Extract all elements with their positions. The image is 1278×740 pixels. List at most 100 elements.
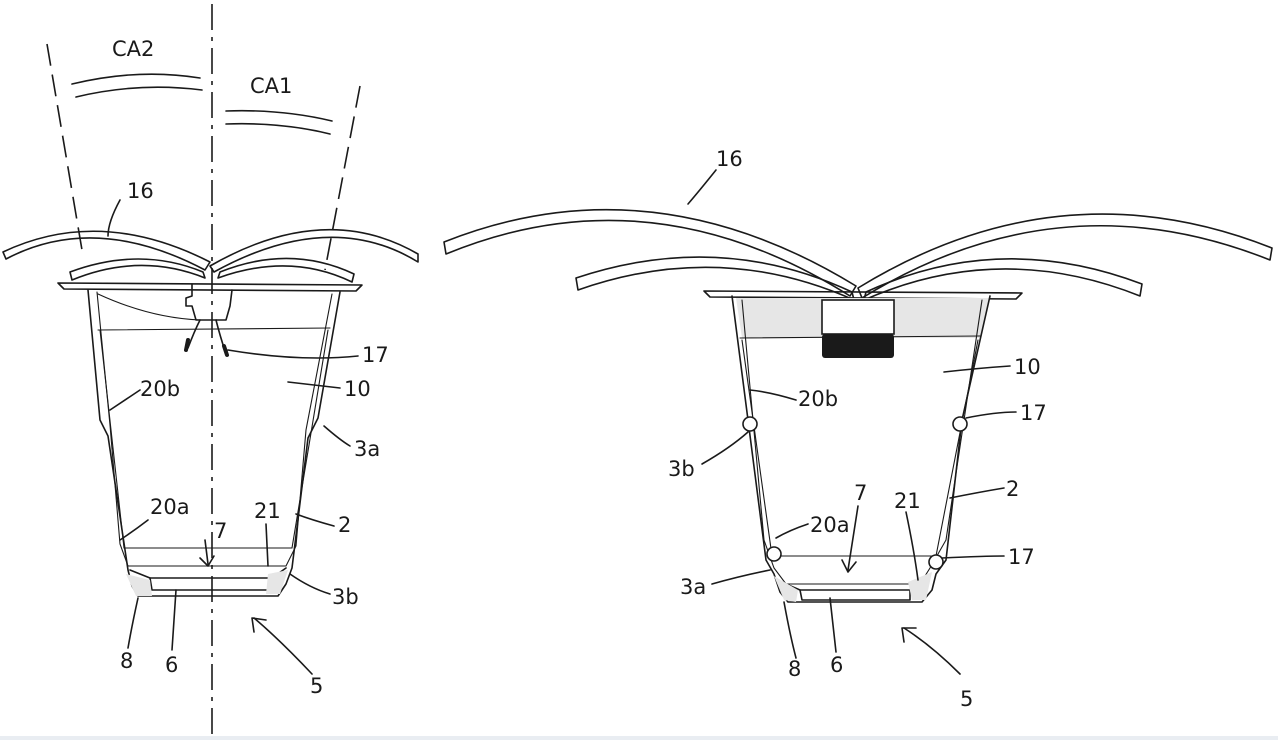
right-bottom-plate-6 <box>799 589 911 601</box>
leader-left-3a <box>323 425 351 447</box>
right-petal-lower-right <box>863 258 1143 301</box>
right-filter-body <box>741 339 979 557</box>
leader-right-8 <box>783 601 797 659</box>
ca1-arc-outer <box>225 109 333 122</box>
label-right-3b: 3b <box>668 457 695 481</box>
right-hinge-right-upper <box>952 416 968 432</box>
leader-right-20b <box>749 389 797 401</box>
label-right-3a: 3a <box>680 575 706 599</box>
label-left-20a: 20a <box>150 495 190 519</box>
right-center-block-dark <box>822 334 894 358</box>
label-right-8: 8 <box>788 657 801 681</box>
leader-left-3b <box>289 573 331 595</box>
left-angle-line-ca2 <box>46 43 83 251</box>
label-left-3b: 3b <box>332 585 359 609</box>
leader-left-17 <box>227 349 359 359</box>
left-arrow-7-head <box>199 555 215 567</box>
label-left-20b: 20b <box>140 377 180 401</box>
label-ca2: CA2 <box>112 37 154 61</box>
leader-left-6 <box>171 589 177 651</box>
label-left-2: 2 <box>338 513 351 537</box>
right-hinge-left-upper <box>742 416 758 432</box>
left-hook-tip-right <box>222 344 229 357</box>
label-right-20a: 20a <box>810 513 850 537</box>
left-petal-lower-left <box>69 258 206 281</box>
label-right-6: 6 <box>830 653 843 677</box>
right-corner-8-fill <box>774 576 798 602</box>
leader-left-2 <box>295 513 335 527</box>
left-petal-lower-right <box>217 257 355 283</box>
leader-left-21 <box>265 523 269 567</box>
label-left-8: 8 <box>120 649 133 673</box>
right-petal-lower-left <box>575 256 855 301</box>
label-right-10: 10 <box>1014 355 1041 379</box>
label-left-3a: 3a <box>354 437 380 461</box>
bottom-edge-bar <box>0 736 1278 740</box>
left-petal-upper-right <box>209 228 419 273</box>
ca2-arc-outer <box>71 73 201 85</box>
right-hinge-left-lower <box>766 546 782 562</box>
leader-right-3b <box>701 431 749 465</box>
right-cup-body <box>731 295 991 603</box>
label-right-16: 16 <box>716 147 743 171</box>
label-left-17: 17 <box>362 343 389 367</box>
label-right-5: 5 <box>960 687 973 711</box>
left-filter-body <box>99 329 329 549</box>
label-right-2: 2 <box>1006 477 1019 501</box>
right-arrow-5 <box>903 627 961 675</box>
left-corner-8-fill <box>126 574 152 596</box>
left-cup-body <box>87 289 341 597</box>
leader-left-16 <box>107 199 121 237</box>
right-cup-flange <box>703 290 1023 300</box>
right-arrow-5-head <box>901 627 917 643</box>
left-bottom-plate-6 <box>149 577 273 591</box>
right-petal-upper-right <box>857 213 1273 299</box>
right-center-block <box>821 299 895 335</box>
leader-right-6 <box>829 597 837 653</box>
label-right-17-upper: 17 <box>1020 401 1047 425</box>
label-right-17-lower: 17 <box>1008 545 1035 569</box>
figure-left: CA2 CA1 16 17 10 20b 3a 20a 21 7 2 3b 8 … <box>2 4 419 736</box>
label-left-21: 21 <box>254 499 281 523</box>
leader-right-3a <box>711 569 771 585</box>
leader-left-20b <box>109 389 141 411</box>
figure-right: 16 10 20b 17 3b 7 21 2 20a 17 3a 8 6 5 <box>443 147 1273 711</box>
right-corner-21-fill <box>908 572 932 600</box>
label-left-6: 6 <box>165 653 178 677</box>
label-left-7: 7 <box>214 519 227 543</box>
leader-left-10 <box>287 381 341 389</box>
leader-right-16 <box>687 169 717 205</box>
leader-right-17-upper <box>965 411 1017 419</box>
left-arrow-5 <box>253 617 313 675</box>
label-ca1: CA1 <box>250 74 292 98</box>
left-petal-upper-left <box>2 230 211 271</box>
left-inner-curve <box>97 293 201 321</box>
right-hinge-right-lower <box>928 554 944 570</box>
label-left-10: 10 <box>344 377 371 401</box>
leader-right-21 <box>905 511 919 581</box>
left-hook-tip-left <box>184 338 190 352</box>
right-bottom-rim <box>785 583 921 591</box>
leader-left-20a <box>119 519 149 541</box>
left-angle-line-ca1 <box>324 85 361 271</box>
leader-right-10 <box>943 365 1011 373</box>
right-arrow-7-head <box>841 559 857 573</box>
leader-left-7 <box>204 539 209 565</box>
label-right-7: 7 <box>854 481 867 505</box>
label-left-5: 5 <box>310 674 323 698</box>
label-left-16: 16 <box>127 179 154 203</box>
left-cup-flange <box>57 282 363 292</box>
right-filter-top <box>739 335 981 339</box>
label-right-20b: 20b <box>798 387 838 411</box>
leader-left-8 <box>127 597 139 649</box>
ca1-arc-inner <box>225 122 331 135</box>
right-petal-upper-left <box>443 208 857 297</box>
leader-right-2 <box>949 487 1005 499</box>
label-right-21: 21 <box>894 489 921 513</box>
leader-right-17-lower <box>941 555 1005 559</box>
left-arrow-5-head <box>251 617 267 633</box>
left-connector <box>185 283 233 321</box>
left-bottom-rim <box>129 567 287 579</box>
right-cup-inner-wall <box>741 299 983 585</box>
